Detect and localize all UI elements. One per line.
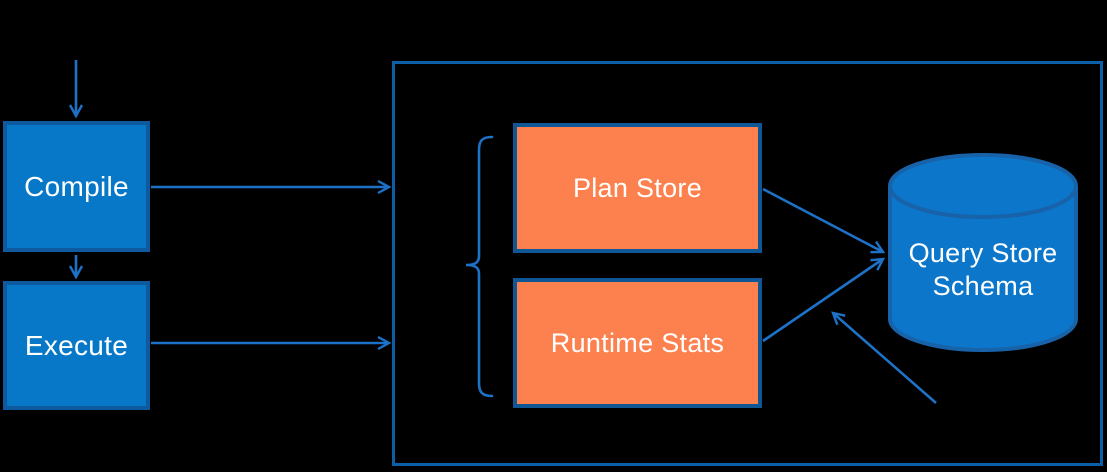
query-store-schema-label: Query Store Schema bbox=[888, 237, 1078, 303]
arrow-upleft-to-schema bbox=[831, 311, 937, 404]
arrow-runtime-stats-to-schema bbox=[762, 257, 886, 343]
query-store-schema-line2: Schema bbox=[932, 271, 1034, 301]
plan-store-node: Plan Store bbox=[513, 123, 762, 253]
database-cylinder-icon bbox=[888, 153, 1078, 352]
compile-label: Compile bbox=[24, 170, 129, 202]
arrow-plan-store-to-schema bbox=[762, 187, 886, 254]
query-store-schema-line1: Query Store bbox=[908, 238, 1058, 268]
execute-label: Execute bbox=[24, 329, 129, 361]
brace-bracket bbox=[465, 135, 494, 398]
query-store-container bbox=[392, 61, 1103, 466]
compile-node: Compile bbox=[3, 121, 150, 252]
execute-node: Execute bbox=[3, 281, 150, 410]
runtime-stats-label: Runtime Stats bbox=[550, 327, 725, 358]
plan-store-label: Plan Store bbox=[572, 172, 703, 203]
runtime-stats-node: Runtime Stats bbox=[513, 278, 762, 408]
